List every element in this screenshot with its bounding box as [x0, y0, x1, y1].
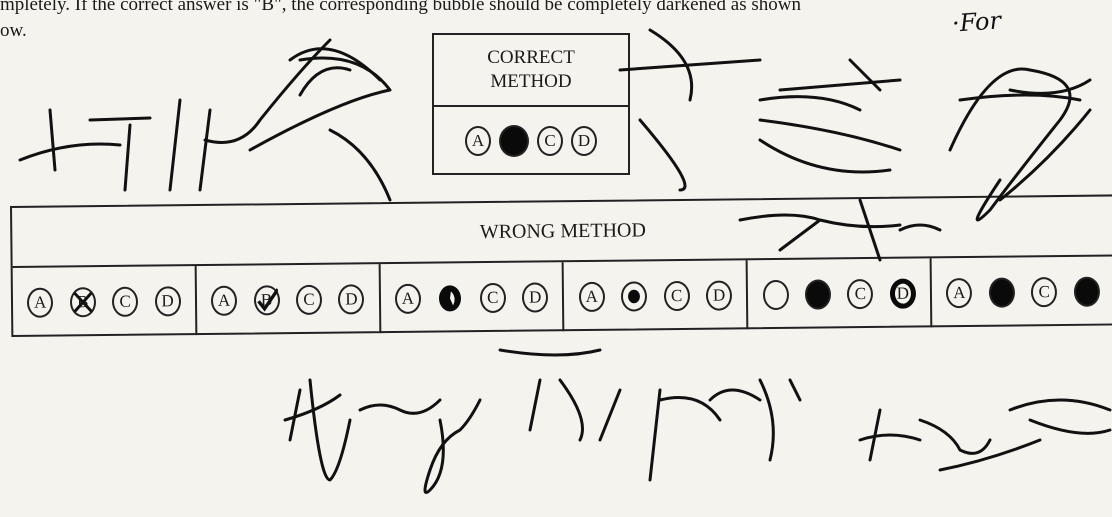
bubble-d: D — [338, 283, 365, 315]
bubble-d: D — [154, 285, 181, 316]
wrong-group-half-filled: A C D — [380, 262, 565, 334]
wrong-method-box: WRONG METHOD A B C D A B C D — [10, 194, 1112, 337]
signature-left — [18, 38, 392, 202]
signature-bottom-4 — [858, 398, 1112, 472]
dot-mark-icon — [628, 289, 641, 303]
bubble-d-outlined: D — [889, 278, 917, 309]
wrong-group-ticked: A B C D — [196, 264, 382, 336]
bubble-c: C — [847, 278, 874, 309]
bubble-d: D — [705, 279, 733, 311]
bubble-b-filled — [988, 276, 1015, 308]
bubble-b-ticked: B — [253, 284, 280, 315]
bubble-a: A — [27, 287, 54, 318]
bubble-d: D — [522, 281, 549, 313]
bubble-b-crossed: B — [69, 286, 96, 317]
instruction-text-line2: ow. — [0, 20, 27, 41]
signature-top-middle — [618, 28, 902, 192]
bubble-c: C — [479, 282, 506, 313]
wrong-group-crossed: A B C D — [12, 266, 198, 337]
half-filled-bubble-icon — [439, 284, 462, 311]
wrong-method-row: A B C D A B C D A — [12, 256, 1112, 337]
signature-bottom-2 — [498, 348, 622, 442]
bubble-c: C — [111, 286, 139, 317]
handwritten-note: ·For — [951, 6, 1002, 38]
wrong-group-two-filled: A C — [932, 256, 1112, 327]
correct-title-line1: CORRECT — [487, 47, 575, 68]
bubble-c: C — [295, 284, 323, 315]
signature-left-b — [288, 47, 382, 97]
bubble-a: A — [578, 281, 605, 312]
bubble-c: C — [663, 280, 690, 311]
correct-bubble-row: A C D — [434, 107, 628, 175]
bubble-a: A — [394, 283, 422, 314]
bubble-a: A — [210, 285, 238, 316]
bubble-a: A — [946, 277, 973, 308]
bubble-b-letter: B — [260, 289, 273, 309]
wrong-group-dot: A C D — [564, 260, 749, 332]
bubble-b-dot — [620, 280, 648, 312]
wrong-group-multiple-filled: C D — [747, 258, 933, 330]
bubble-c: C — [1031, 276, 1058, 307]
bubble-b-half-filled — [437, 283, 463, 313]
bubble-c: C — [537, 126, 563, 156]
correct-method-box: CORRECT METHOD A C D — [432, 33, 630, 175]
correct-method-title: CORRECT METHOD — [434, 35, 628, 107]
bubble-a: A — [465, 126, 491, 156]
bubble-b-filled — [499, 125, 529, 157]
bubble-d: D — [571, 126, 597, 156]
bubble-d-filled — [1073, 276, 1100, 307]
bubble-b-letter: B — [76, 291, 89, 311]
bubble-b-filled — [804, 278, 832, 310]
correct-title-line2: METHOD — [490, 71, 572, 92]
instruction-text-line1: mpletely. If the correct answer is "B", … — [0, 0, 801, 15]
signature-bottom-1 — [283, 378, 482, 494]
bubble-a-empty — [762, 279, 789, 310]
signature-bottom-3 — [648, 378, 802, 482]
